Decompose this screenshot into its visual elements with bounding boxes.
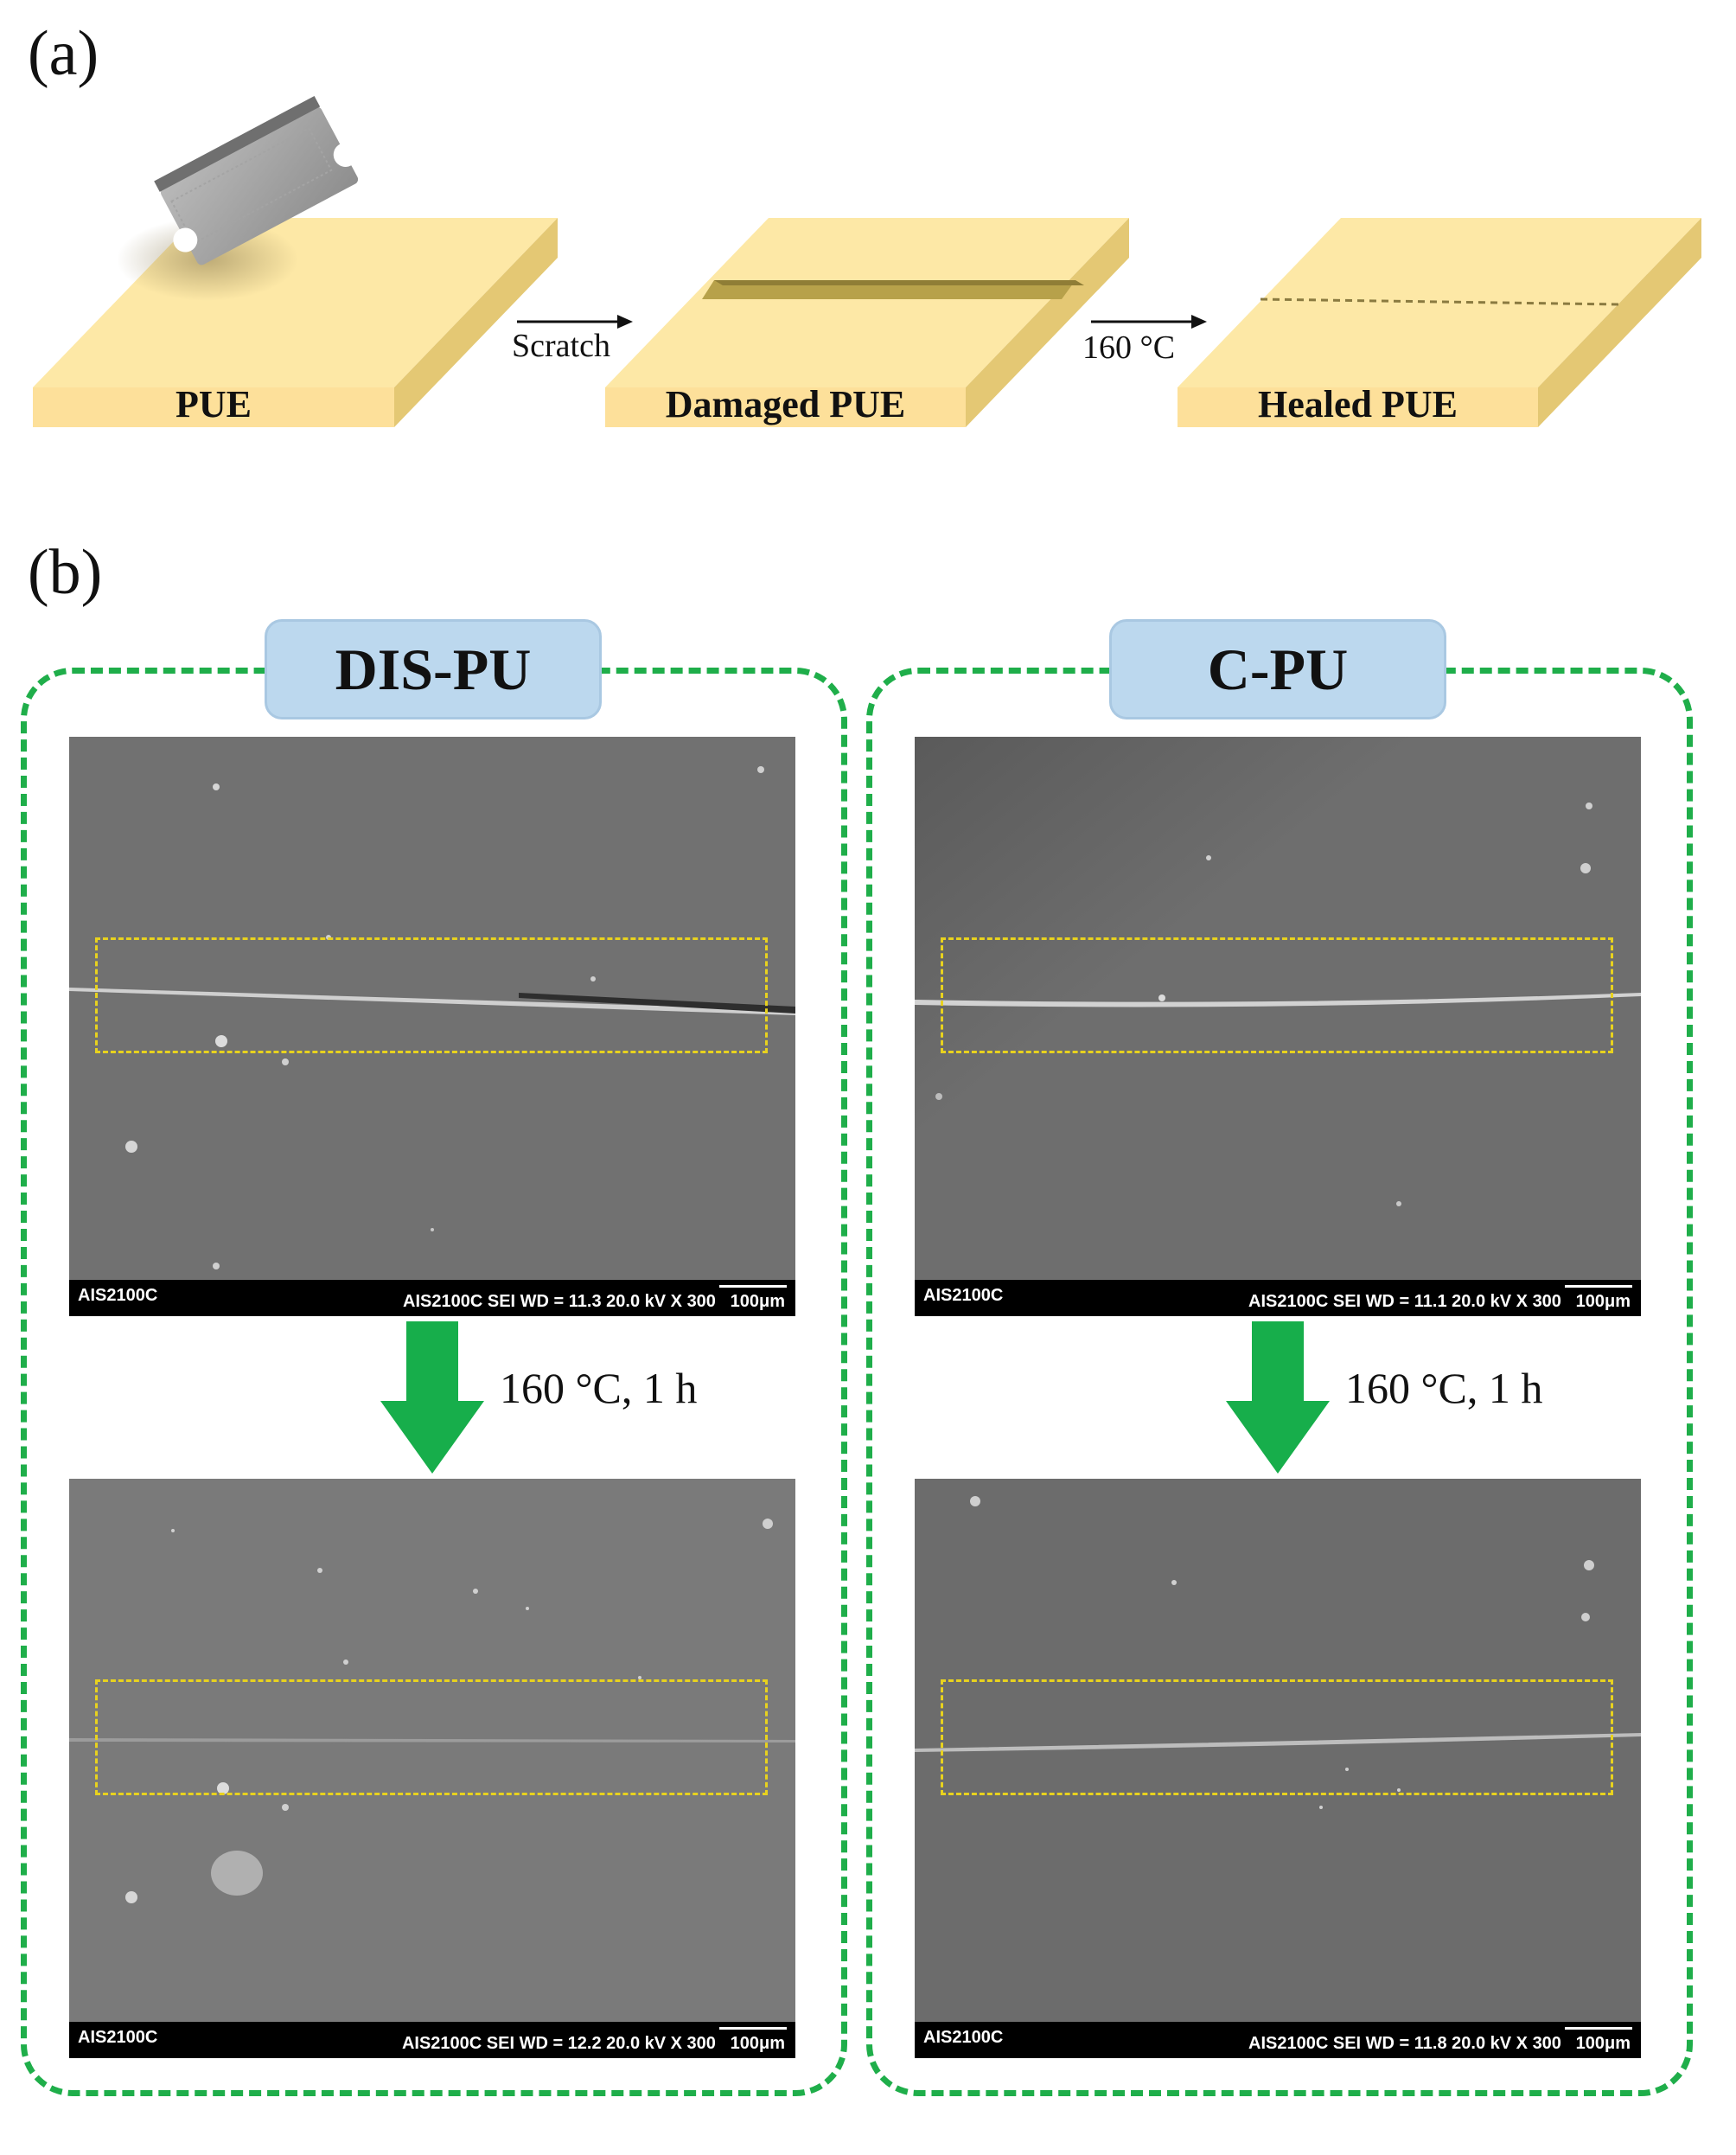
- heat-arrow-c-pu-icon: [1226, 1321, 1330, 1474]
- slab-label-healed: Healed PUE: [1258, 383, 1458, 425]
- sem-image-dis-pu-after: AIS2100C AIS2100C SEI WD = 12.2 20.0 kV …: [69, 1479, 795, 2058]
- sem-info-text: AIS2100C SEI WD = 12.2 20.0 kV X 300 100…: [401, 2034, 785, 2053]
- sem-info-bar: AIS2100C AIS2100C SEI WD = 11.1 20.0 kV …: [915, 1280, 1641, 1316]
- roi-box: [95, 1679, 768, 1795]
- scratch-arrow: [517, 315, 633, 329]
- process-label-dis-pu: 160 °C, 1 h: [500, 1364, 698, 1412]
- heat-arrow-dis-pu-icon: [380, 1321, 484, 1474]
- sem-corner-text: AIS2100C: [923, 1286, 1004, 1305]
- panel-a-label: (a): [28, 18, 99, 89]
- process-label-c-pu: 160 °C, 1 h: [1345, 1364, 1543, 1412]
- sem-corner-text: AIS2100C: [78, 2028, 158, 2047]
- heat-arrow-a: [1091, 315, 1207, 329]
- slab-label-damaged: Damaged PUE: [665, 383, 906, 425]
- roi-box: [941, 1679, 1613, 1795]
- sem-info-text: AIS2100C SEI WD = 11.3 20.0 kV X 300 100…: [403, 1292, 785, 1311]
- panel-b-label: (b): [28, 537, 103, 608]
- sem-image-dis-pu-before: AIS2100C AIS2100C SEI WD = 11.3 20.0 kV …: [69, 737, 795, 1316]
- sem-info-text: AIS2100C SEI WD = 11.1 20.0 kV X 300 100…: [1248, 1292, 1631, 1311]
- scale-bar: [719, 2027, 787, 2030]
- heat-label-a: 160 °C: [1082, 329, 1176, 366]
- sem-corner-text: AIS2100C: [78, 1286, 158, 1305]
- slab-pue: [33, 218, 558, 427]
- sem-info-bar: AIS2100C AIS2100C SEI WD = 12.2 20.0 kV …: [69, 2022, 795, 2058]
- c-pu-title: C-PU: [1109, 619, 1446, 719]
- slab-label-pue: PUE: [176, 383, 252, 425]
- razor-blade-icon: [154, 95, 359, 265]
- dis-pu-title: DIS-PU: [265, 619, 602, 719]
- sem-image-c-pu-after: AIS2100C AIS2100C SEI WD = 11.8 20.0 kV …: [915, 1479, 1641, 2058]
- scale-bar: [719, 1285, 787, 1288]
- slab-illustrations: [33, 95, 1701, 427]
- sem-image-c-pu-before: AIS2100C AIS2100C SEI WD = 11.1 20.0 kV …: [915, 737, 1641, 1316]
- scratch-label: Scratch: [512, 328, 610, 364]
- scale-bar: [1565, 1285, 1632, 1288]
- sem-info-bar: AIS2100C AIS2100C SEI WD = 11.3 20.0 kV …: [69, 1280, 795, 1316]
- sem-info-bar: AIS2100C AIS2100C SEI WD = 11.8 20.0 kV …: [915, 2022, 1641, 2058]
- scale-bar: [1565, 2027, 1632, 2030]
- sem-corner-text: AIS2100C: [923, 2028, 1004, 2047]
- slab-healed-pue: [1178, 218, 1701, 427]
- roi-box: [941, 937, 1613, 1053]
- slab-damaged-pue: [605, 218, 1129, 427]
- roi-box: [95, 937, 768, 1053]
- sem-info-text: AIS2100C SEI WD = 11.8 20.0 kV X 300 100…: [1248, 2034, 1631, 2053]
